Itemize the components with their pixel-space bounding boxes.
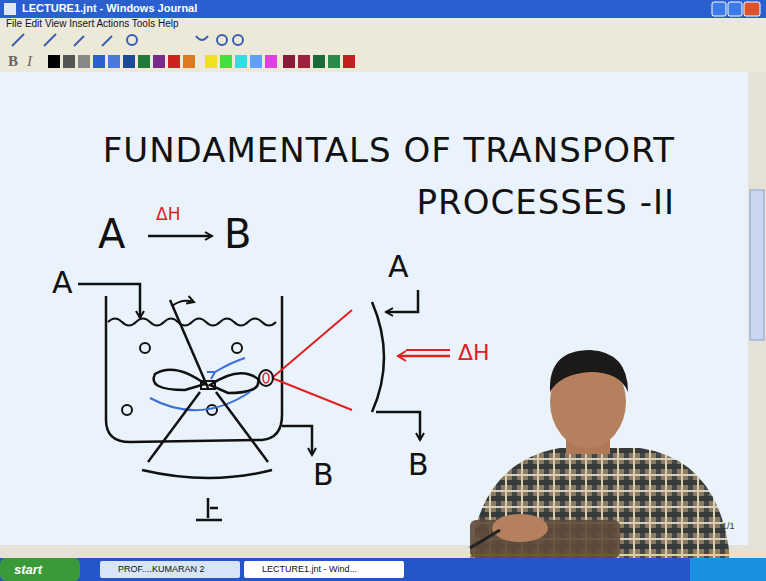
taskbar-item: PROF....KUMARAN 2 (118, 565, 205, 574)
lecture-title: FUNDAMENTALS OF TRANSPORT PROCESSES -II (30, 124, 675, 228)
menu-bar: File Edit View Insert Actions Tools Help (6, 19, 179, 29)
taskbar-item: LECTURE1.jnt - Wind... (262, 565, 357, 574)
page-counter: 1/1 (722, 522, 735, 531)
inlet-label: A (388, 252, 409, 282)
italic-button: I (27, 54, 32, 69)
outlet-label: B (313, 460, 334, 490)
enthalpy-label: ΔH (458, 342, 490, 364)
inlet-label: A (52, 268, 73, 298)
species-label: A (98, 214, 125, 254)
outlet-label: B (408, 450, 429, 480)
bold-button: B (8, 54, 18, 69)
enthalpy-label: ΔH (156, 206, 180, 223)
species-label: B (224, 214, 251, 254)
start-button: start (14, 563, 42, 576)
window-title: LECTURE1.jnt - Windows Journal (22, 3, 197, 14)
